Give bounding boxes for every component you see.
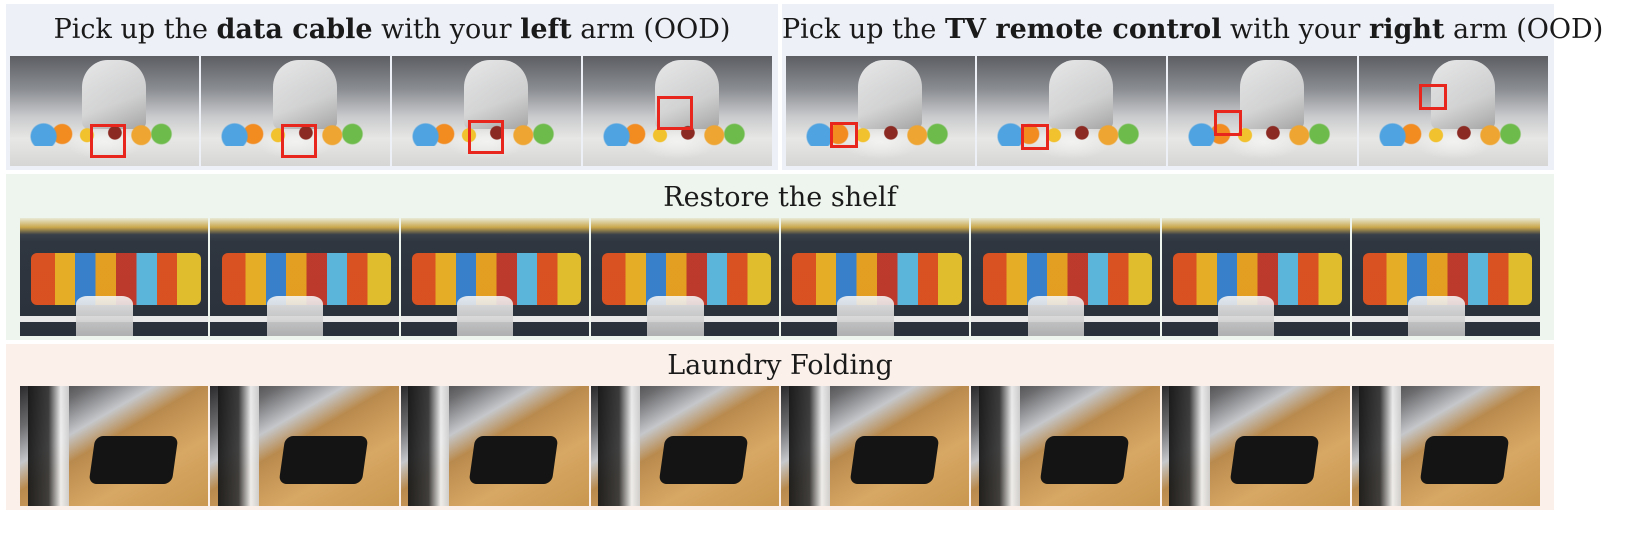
video-frame: [392, 56, 581, 166]
panel-title: Restore the shelf: [663, 182, 897, 213]
frame-strip: [20, 218, 1540, 336]
video-frame: [781, 386, 970, 506]
panel-title: Pick up the data cable with your left ar…: [53, 14, 731, 45]
panel-tv-remote: Pick up the TV remote control with your …: [782, 4, 1604, 170]
video-frame: [781, 218, 970, 336]
video-frame: [1161, 386, 1350, 506]
panel-laundry-folding: Laundry Folding: [6, 344, 1554, 510]
video-frame: [1351, 218, 1540, 336]
video-frame: [583, 56, 772, 166]
video-frame: [20, 218, 209, 336]
frame-strip: [786, 56, 1550, 166]
video-frame: [590, 218, 779, 336]
frame-strip: [10, 56, 774, 166]
highlight-box: [281, 124, 317, 158]
highlight-box: [1021, 124, 1049, 150]
highlight-box: [1419, 84, 1447, 110]
video-frame: [400, 218, 589, 336]
panel-title: Laundry Folding: [667, 350, 893, 381]
video-frame: [971, 218, 1160, 336]
video-frame: [210, 386, 399, 506]
video-frame: [786, 56, 975, 166]
highlight-box: [657, 96, 693, 130]
panel-title: Pick up the TV remote control with your …: [782, 14, 1604, 45]
video-frame: [977, 56, 1166, 166]
video-frame: [1351, 386, 1540, 506]
video-frame: [1168, 56, 1357, 166]
video-frame: [590, 386, 779, 506]
highlight-box: [1214, 110, 1242, 136]
video-frame: [971, 386, 1160, 506]
video-frame: [1161, 218, 1350, 336]
video-frame: [210, 218, 399, 336]
panel-restore-shelf: Restore the shelf: [6, 174, 1554, 340]
video-frame: [10, 56, 199, 166]
frame-strip: [20, 386, 1540, 506]
video-frame: [1359, 56, 1548, 166]
highlight-box: [90, 124, 126, 158]
video-frame: [201, 56, 390, 166]
panel-data-cable: Pick up the data cable with your left ar…: [6, 4, 778, 170]
highlight-box: [468, 120, 504, 154]
video-frame: [20, 386, 209, 506]
highlight-box: [830, 122, 858, 148]
video-frame: [400, 386, 589, 506]
